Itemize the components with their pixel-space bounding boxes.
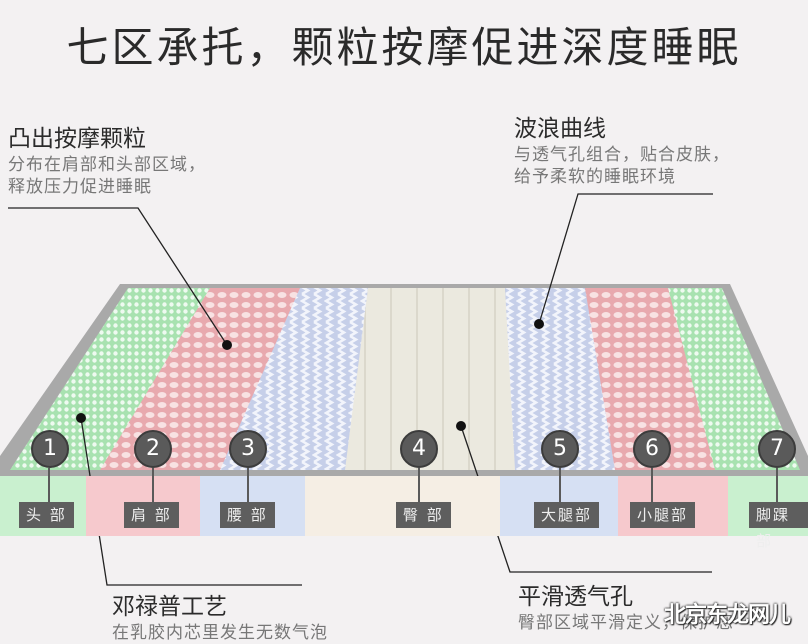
pointer-dot (456, 421, 466, 431)
zone-stem (651, 468, 653, 502)
leader-line-wave (538, 193, 713, 325)
callout-heading: 平滑透气孔 (518, 584, 633, 610)
zone-stem (48, 468, 50, 502)
zone-surface-calf (585, 288, 720, 470)
zone-number-badge: 6 (633, 430, 671, 468)
zone-label: 脚踝部 (749, 502, 808, 550)
zone-stem (247, 468, 249, 502)
zone-number-badge: 1 (31, 430, 69, 468)
zone-label: 小腿部 (630, 502, 696, 528)
pointer-dot (76, 413, 86, 423)
callout-desc-line: 臀部区域平滑定义，保护您 (518, 613, 734, 633)
zone-label: 大腿部 (534, 502, 600, 528)
zone-label: 臀 部 (396, 502, 451, 528)
zone-stem (418, 468, 420, 502)
zone-label: 头 部 (19, 502, 74, 528)
zone-number-badge: 5 (541, 430, 579, 468)
callout-desc-line: 给予柔软的睡眠环境 (514, 167, 676, 187)
callout-desc-line: 与透气孔组合，贴合皮肤， (514, 145, 730, 165)
zone-surface-hip (345, 288, 520, 470)
callout-desc-line: 在乳胶内芯里发生无数气泡 (112, 623, 328, 643)
callout-massage-particles: 凸出按摩颗粒 分布在肩部和头部区域， 释放压力促进睡眠 (8, 124, 206, 198)
page-title: 七区承托，颗粒按摩促进深度睡眠 (66, 23, 742, 72)
zone-number-badge: 2 (134, 430, 172, 468)
callout-desc-line: 释放压力促进睡眠 (8, 177, 152, 197)
callout-desc-line: 分布在肩部和头部区域， (8, 155, 206, 175)
zone-label: 腰 部 (220, 502, 275, 528)
leader-line-massage (8, 207, 228, 346)
zone-stem (776, 468, 778, 502)
zone-surface-ankle (668, 288, 800, 470)
callout-wave-curve: 波浪曲线 与透气孔组合，贴合皮肤， 给予柔软的睡眠环境 (514, 114, 730, 188)
zone-stem (152, 468, 154, 502)
zone-label: 肩 部 (124, 502, 179, 528)
callout-smooth-vents: 平滑透气孔 臀部区域平滑定义，保护您 (518, 582, 734, 634)
zone-stem (559, 468, 561, 502)
zone-number-badge: 3 (229, 430, 267, 468)
zone-surface-waist (220, 288, 368, 470)
zone-number-badge: 7 (758, 430, 796, 468)
zone-surface-thigh (505, 288, 620, 470)
pointer-dot (222, 340, 232, 350)
watermark: 北京东龙网儿 (664, 603, 791, 628)
leader-line-vents (460, 425, 712, 573)
zone-number-badge: 4 (400, 430, 438, 468)
pointer-dot (534, 319, 544, 329)
callout-dunlop-process: 邓禄普工艺 在乳胶内芯里发生无数气泡 (112, 592, 328, 644)
callout-heading: 波浪曲线 (514, 116, 606, 142)
leader-line-dunlop (80, 417, 302, 586)
callout-heading: 邓禄普工艺 (112, 594, 227, 620)
callout-heading: 凸出按摩颗粒 (8, 126, 146, 152)
